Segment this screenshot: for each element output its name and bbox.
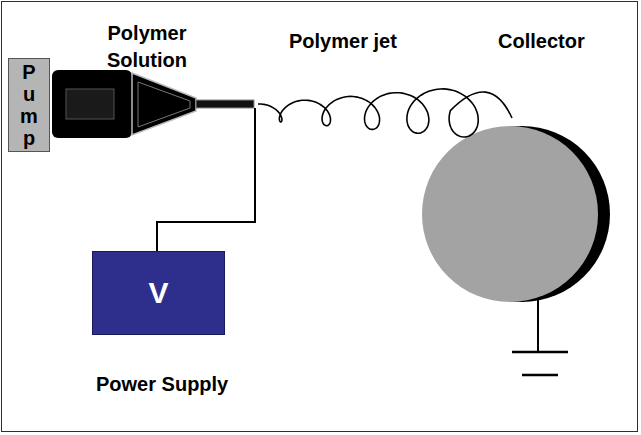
- wire: [157, 108, 255, 252]
- label: Collector: [498, 29, 618, 53]
- label: Power Supply: [96, 372, 266, 396]
- pump-box: P u m p: [8, 58, 50, 152]
- node-text: P u m p: [19, 61, 39, 149]
- node-text: V: [148, 276, 168, 310]
- syringe-cone: [132, 73, 196, 135]
- power-supply-box: V: [92, 251, 225, 335]
- ground-wire: [537, 300, 539, 352]
- polymer-jet: [258, 89, 512, 137]
- needle: [196, 100, 254, 108]
- collector-disc: [422, 126, 598, 302]
- ground-symbol: [512, 351, 568, 354]
- label: Polymer jet: [289, 29, 439, 53]
- label: Polymer Solution: [88, 20, 206, 74]
- ground-symbol: [522, 374, 558, 377]
- syringe-body: [52, 70, 132, 138]
- syringe-plunger: [66, 89, 114, 119]
- syringe-cone-inner: [138, 82, 190, 127]
